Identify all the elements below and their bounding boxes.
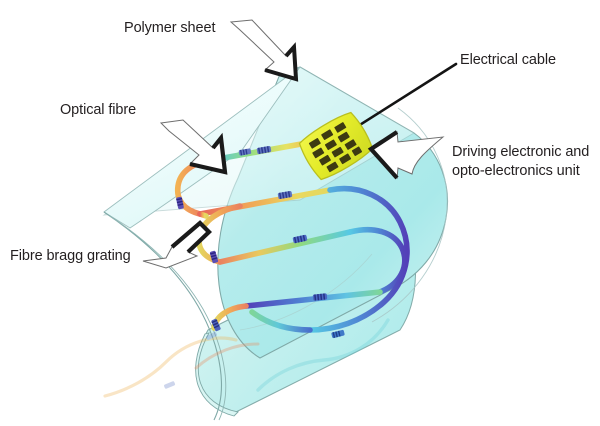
arrow-head-stroke	[264, 42, 299, 82]
grating-marker	[277, 190, 293, 200]
chip-pad	[351, 146, 363, 157]
fibre-run-4	[243, 289, 383, 309]
chip-pad	[324, 139, 337, 151]
grating-marker	[292, 234, 308, 244]
sheet-curl-thickness	[195, 332, 239, 417]
fibre-bragg-gratings	[176, 145, 345, 339]
arrow-head-stroke	[367, 130, 399, 180]
grating-marker	[211, 318, 221, 332]
callout-arrow-polymer-sheet	[229, 19, 299, 82]
chip-pad	[339, 153, 352, 165]
grating-marker	[176, 196, 184, 210]
label-fibre-bragg-grating: Fibre bragg grating	[10, 248, 131, 264]
chip-pad	[312, 147, 325, 159]
label-driving-unit-line1: Driving electronic and	[452, 144, 590, 160]
optical-fibre-ghost	[103, 318, 390, 398]
chip-pad	[334, 122, 347, 133]
fibre-uturn-3	[347, 226, 408, 295]
ghost-fibre-run-a	[256, 318, 390, 392]
callout-arrow-fibre-bragg-grating	[142, 220, 213, 269]
fibre-run-3	[217, 229, 353, 265]
chip-pad	[308, 138, 321, 149]
sheet-right-curve	[371, 107, 448, 323]
grating-marker	[256, 145, 272, 155]
label-driving-unit-line2: opto-electronics unit	[452, 163, 580, 180]
fibre-uturn-2	[197, 211, 209, 219]
electronics-chip-array	[308, 122, 363, 173]
grating-marker	[209, 250, 219, 264]
arrow-head-stroke	[170, 220, 213, 254]
sheet-fold-edge	[103, 211, 222, 421]
fibre-outer-loop-tail	[249, 309, 313, 333]
grating-marker	[238, 148, 252, 156]
chip-pad	[319, 154, 331, 166]
ghost-grating-marker	[164, 381, 176, 389]
callout-arrow-optical-fibre	[159, 119, 228, 175]
chip-pad	[337, 131, 350, 143]
electronics-unit	[298, 111, 374, 181]
label-electrical-cable: Electrical cable	[460, 52, 556, 68]
chip-pad	[326, 161, 339, 173]
fibre-outer-loop	[307, 185, 410, 333]
sheet-crease	[239, 253, 373, 331]
grating-marker	[312, 293, 328, 301]
chip-pad	[321, 129, 334, 141]
callout-arrow-driving-unit	[367, 130, 445, 180]
label-optical-fibre: Optical fibre	[60, 102, 137, 118]
optical-fibre	[174, 138, 410, 333]
chip-pad	[344, 139, 357, 150]
chip-pad	[331, 146, 344, 158]
grating-marker	[331, 329, 345, 339]
ghost-fibre-run-c	[194, 342, 260, 370]
arrow-body	[229, 19, 297, 80]
ghost-grating-marker	[206, 331, 217, 340]
label-polymer-sheet: Polymer sheet	[124, 20, 216, 36]
sheet-fold-edge-inner	[109, 215, 227, 421]
ghost-fibre-run-b	[103, 336, 238, 398]
label-driving-unit: Driving electronic and opto-electronics u…	[452, 143, 598, 181]
arrow-head-stroke	[189, 132, 228, 175]
